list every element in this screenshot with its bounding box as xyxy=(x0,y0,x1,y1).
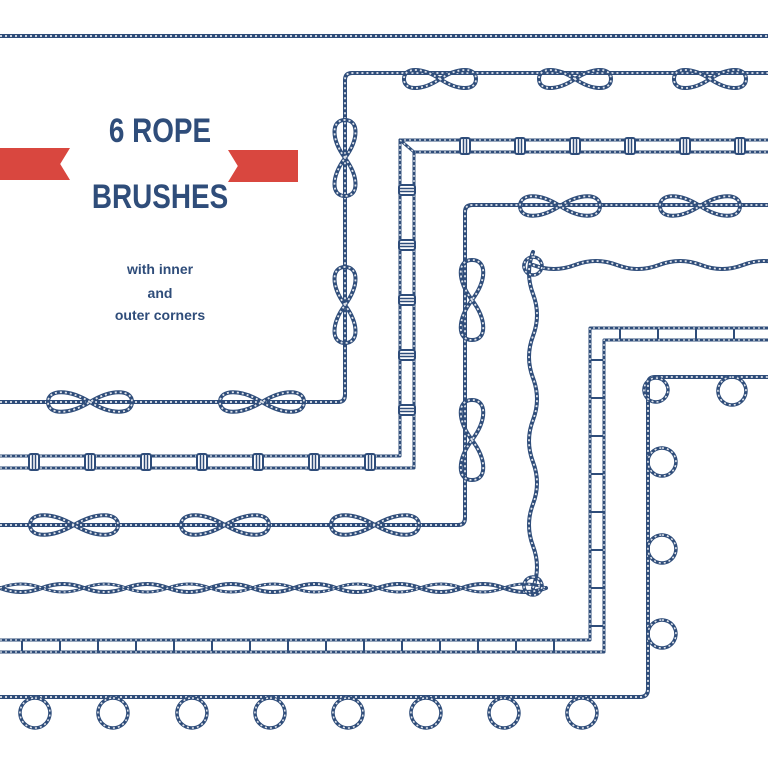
brush-double-rope-with-ticks xyxy=(0,326,768,654)
rope-strand xyxy=(716,375,748,407)
brush-figure-eight-knot-rope xyxy=(0,68,768,414)
rope-twist xyxy=(488,697,520,729)
rope-twist xyxy=(19,697,51,729)
rope-twist xyxy=(333,266,357,344)
rope-twist xyxy=(0,204,768,526)
rope-twist xyxy=(403,69,477,89)
rope-twist xyxy=(332,697,364,729)
subtitle-line-2: and xyxy=(147,285,173,301)
rope-binding xyxy=(734,137,746,155)
rope-strand xyxy=(0,338,768,654)
rope-strand xyxy=(522,575,544,597)
rope-twist xyxy=(538,69,612,89)
rope-binding xyxy=(140,453,152,471)
rope-strand xyxy=(0,71,768,404)
rope-twist xyxy=(459,399,485,481)
rope-twist xyxy=(0,72,768,403)
ribbon-left xyxy=(0,148,70,180)
rope-binding xyxy=(398,404,416,416)
rope-binding xyxy=(398,294,416,306)
rope-strand xyxy=(0,203,768,527)
rope-strand xyxy=(0,150,768,470)
rope-twist xyxy=(219,391,305,413)
rope-binding xyxy=(679,137,691,155)
rope-binding xyxy=(196,453,208,471)
rope-strand xyxy=(0,326,768,642)
rope-binding xyxy=(364,453,376,471)
subtitle-line-3: outer corners xyxy=(114,307,206,323)
rope-twist xyxy=(528,251,538,589)
brush-looped-rope xyxy=(0,375,768,730)
rope-twist xyxy=(330,514,420,536)
rope-strand xyxy=(646,533,678,565)
rope-binding xyxy=(398,184,416,196)
rope-twist xyxy=(659,195,741,217)
subtitle-line-1: with inner xyxy=(126,261,194,277)
rope-twist xyxy=(0,151,768,469)
brush-double-rope-with-bindings xyxy=(0,137,768,471)
rope-twist xyxy=(176,697,208,729)
rope-binding xyxy=(28,453,40,471)
rope-twist xyxy=(0,327,768,641)
rope-twist xyxy=(410,697,442,729)
rope-twist xyxy=(566,697,598,729)
rope-strand xyxy=(0,138,768,458)
title-line-1: 6 ROPE xyxy=(108,112,212,150)
rope-twist xyxy=(180,514,270,536)
rope-binding xyxy=(398,239,416,251)
rope-binding xyxy=(624,137,636,155)
rope-twist xyxy=(29,514,119,536)
rope-strand xyxy=(522,255,544,277)
rope-twist xyxy=(399,139,415,153)
rope-twist xyxy=(97,697,129,729)
rope-twist xyxy=(47,391,133,413)
brush-slanted-figure-eight-rope xyxy=(0,194,768,537)
rope-binding xyxy=(398,349,416,361)
rope-binding xyxy=(569,137,581,155)
rope-twist xyxy=(333,119,357,197)
rope-twist xyxy=(0,139,768,457)
rope-binding xyxy=(459,137,471,155)
title-line-2: BRUSHES xyxy=(91,178,229,216)
ribbon-right xyxy=(228,150,298,182)
rope-strand xyxy=(0,582,548,594)
rope-strand xyxy=(0,582,548,594)
rope-twist xyxy=(643,377,669,403)
rope-binding xyxy=(308,453,320,471)
rope-binding xyxy=(84,453,96,471)
rope-twist xyxy=(519,195,601,217)
rope-twist xyxy=(673,69,747,89)
rope-binding xyxy=(514,137,526,155)
brush-twisted-wavy-rope xyxy=(0,250,768,597)
rope-twist xyxy=(459,259,485,341)
rope-binding xyxy=(252,453,264,471)
rope-twist xyxy=(0,339,768,653)
rope-strand xyxy=(531,259,768,271)
rope-strand xyxy=(646,446,678,478)
rope-twist xyxy=(254,697,286,729)
rope-strand xyxy=(646,618,678,650)
